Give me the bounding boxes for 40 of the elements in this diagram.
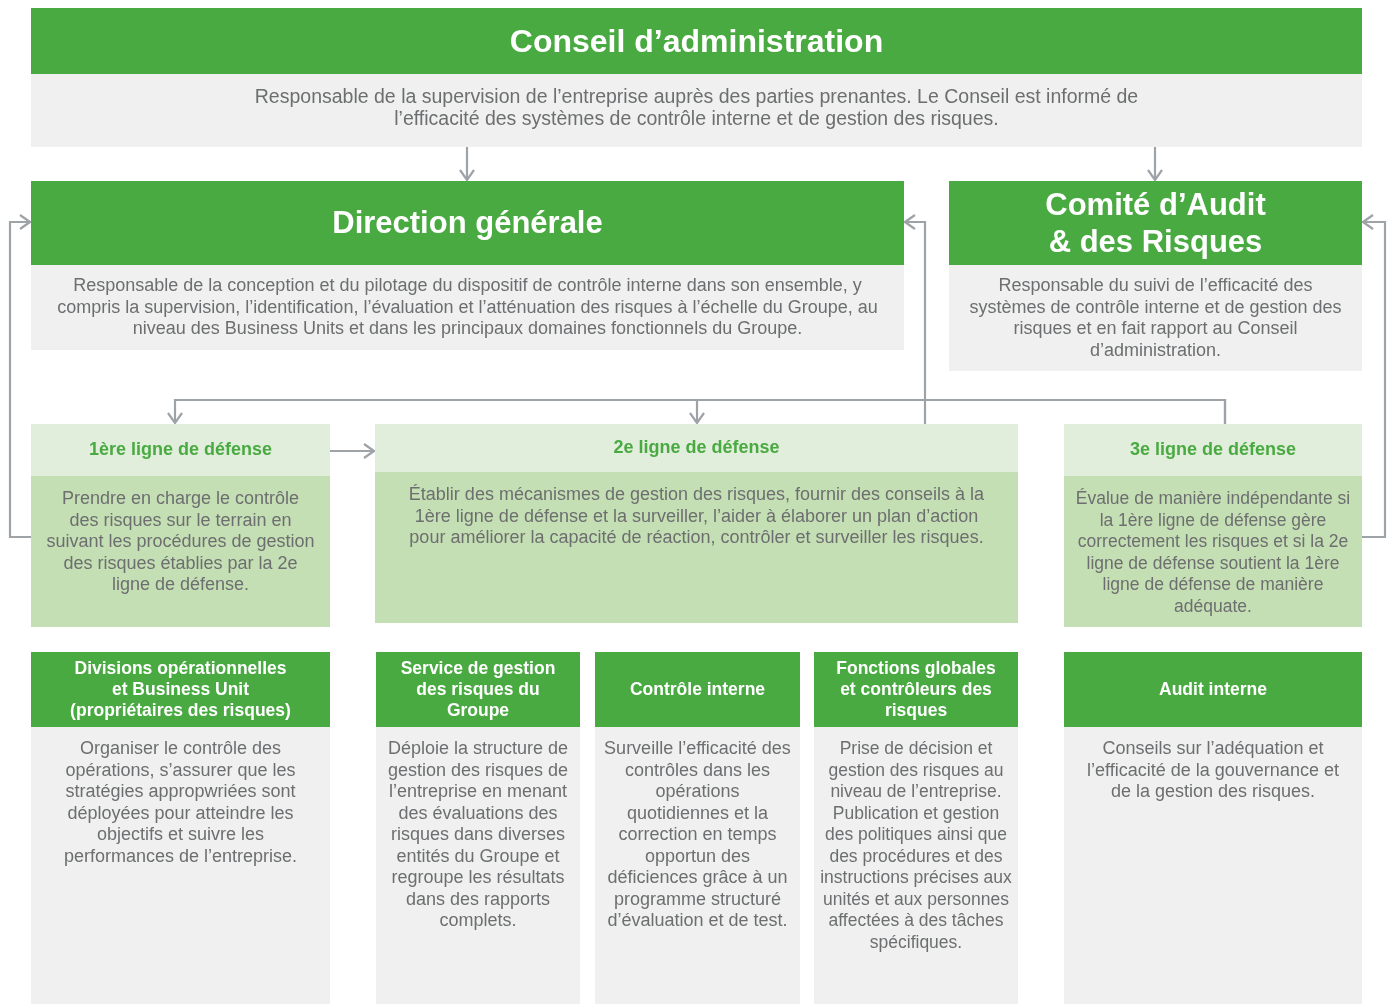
title-band: 2e ligne de défense [375,424,1018,472]
description-text: Établir des mécanismes de gestion des risques, fournir des conseils à la 1ère ligne de défense et la surveiller, l’aider à élaborer un plan d’action pour améliorer la capacité de réaction, contrôler et surveiller les risques. [407,483,986,549]
arrow [1361,213,1387,539]
org-card [814,652,1018,1004]
arrow [330,442,376,460]
org-card [1064,424,1362,627]
org-card [1064,652,1362,1004]
description-text: Responsable de la supervision de l’entreprise auprès des parties prenantes. Le Conseil est informé de l’efficacité des systèmes de contrôle interne et de gestion des risques. [253,84,1140,129]
arrow [1146,147,1164,182]
arrow [903,213,927,424]
org-card [31,181,904,350]
description-text: Évalue de manière indépendante si la 1ère ligne de défense gère correctement les risques et si la 2e ligne de défense soutient la 1ère ligne de défense de manière adéquate. [1074,487,1352,617]
title-band: Contrôle interne [595,652,800,727]
title-band: Direction générale [31,181,904,265]
title-band: Audit interne [1064,652,1362,727]
org-card [31,8,1362,147]
org-card [595,652,800,1004]
arrow [8,213,32,539]
title-band: Comité d’Audit & des Risques [949,181,1362,265]
title-band: Service de gestion des risques du Groupe [376,652,580,727]
description-text: Responsable du suivi de l’efficacité des systèmes de contrôle interne et de gestion des risques et en fait rapport au Conseil d’administration. [968,274,1343,361]
description-text: Prise de décision et gestion des risques au niveau de l’entreprise. Publication et gestion des politiques ainsi que des procédures et des instructions précises aux unités et aux personnes affectées à des tâches spécifiques. [819,737,1013,953]
title-band: Conseil d’administration [31,8,1362,74]
description-text: Conseils sur l’adéquation et l’efficacité de la gouvernance et de la gestion des risques. [1086,737,1340,803]
description-text: Surveille l’efficacité des contrôles dans les opérations quotidiennes et la correction en temps opportun des déficiences grâce à un programme structuré d’évaluation et de test. [603,737,792,932]
org-card [376,652,580,1004]
org-card [949,181,1362,371]
arrow [688,398,1227,425]
title-band: Divisions opérationnelles et Business Unit (propriétaires des risques) [31,652,330,727]
description-text: Déploie la structure de gestion des risques de l’entreprise en menant des évaluations des risques dans diverses entités du Groupe et regroupe les résultats dans des rapports complets. [386,737,570,932]
description-text: Organiser le contrôle des opérations, s’assurer que les stratégies appropwriées sont déployées pour atteindre les objectifs et suivre les performances de l’entreprise. [62,737,299,867]
arrow [458,147,476,182]
title-band: Fonctions globales et contrôleurs des risques [814,652,1018,727]
description-text: Responsable de la conception et du pilotage du dispositif de contrôle interne dans son ensemble, y compris la supervision, l’identification, l’évaluation et l’atténuation des risques à l’échelle du Groupe, au niveau des Business Units et dans les principaux domaines fonctionnels du Groupe. [56,274,879,340]
org-card [31,424,330,627]
title-band: 3e ligne de défense [1064,424,1362,476]
org-card [375,424,1018,623]
description-text: Prendre en charge le contrôle des risques sur le terrain en suivant les procédures de gestion des risques établies par la 2e ligne de défense. [45,487,316,596]
org-card [31,652,330,1004]
title-band: 1ère ligne de défense [31,424,330,476]
